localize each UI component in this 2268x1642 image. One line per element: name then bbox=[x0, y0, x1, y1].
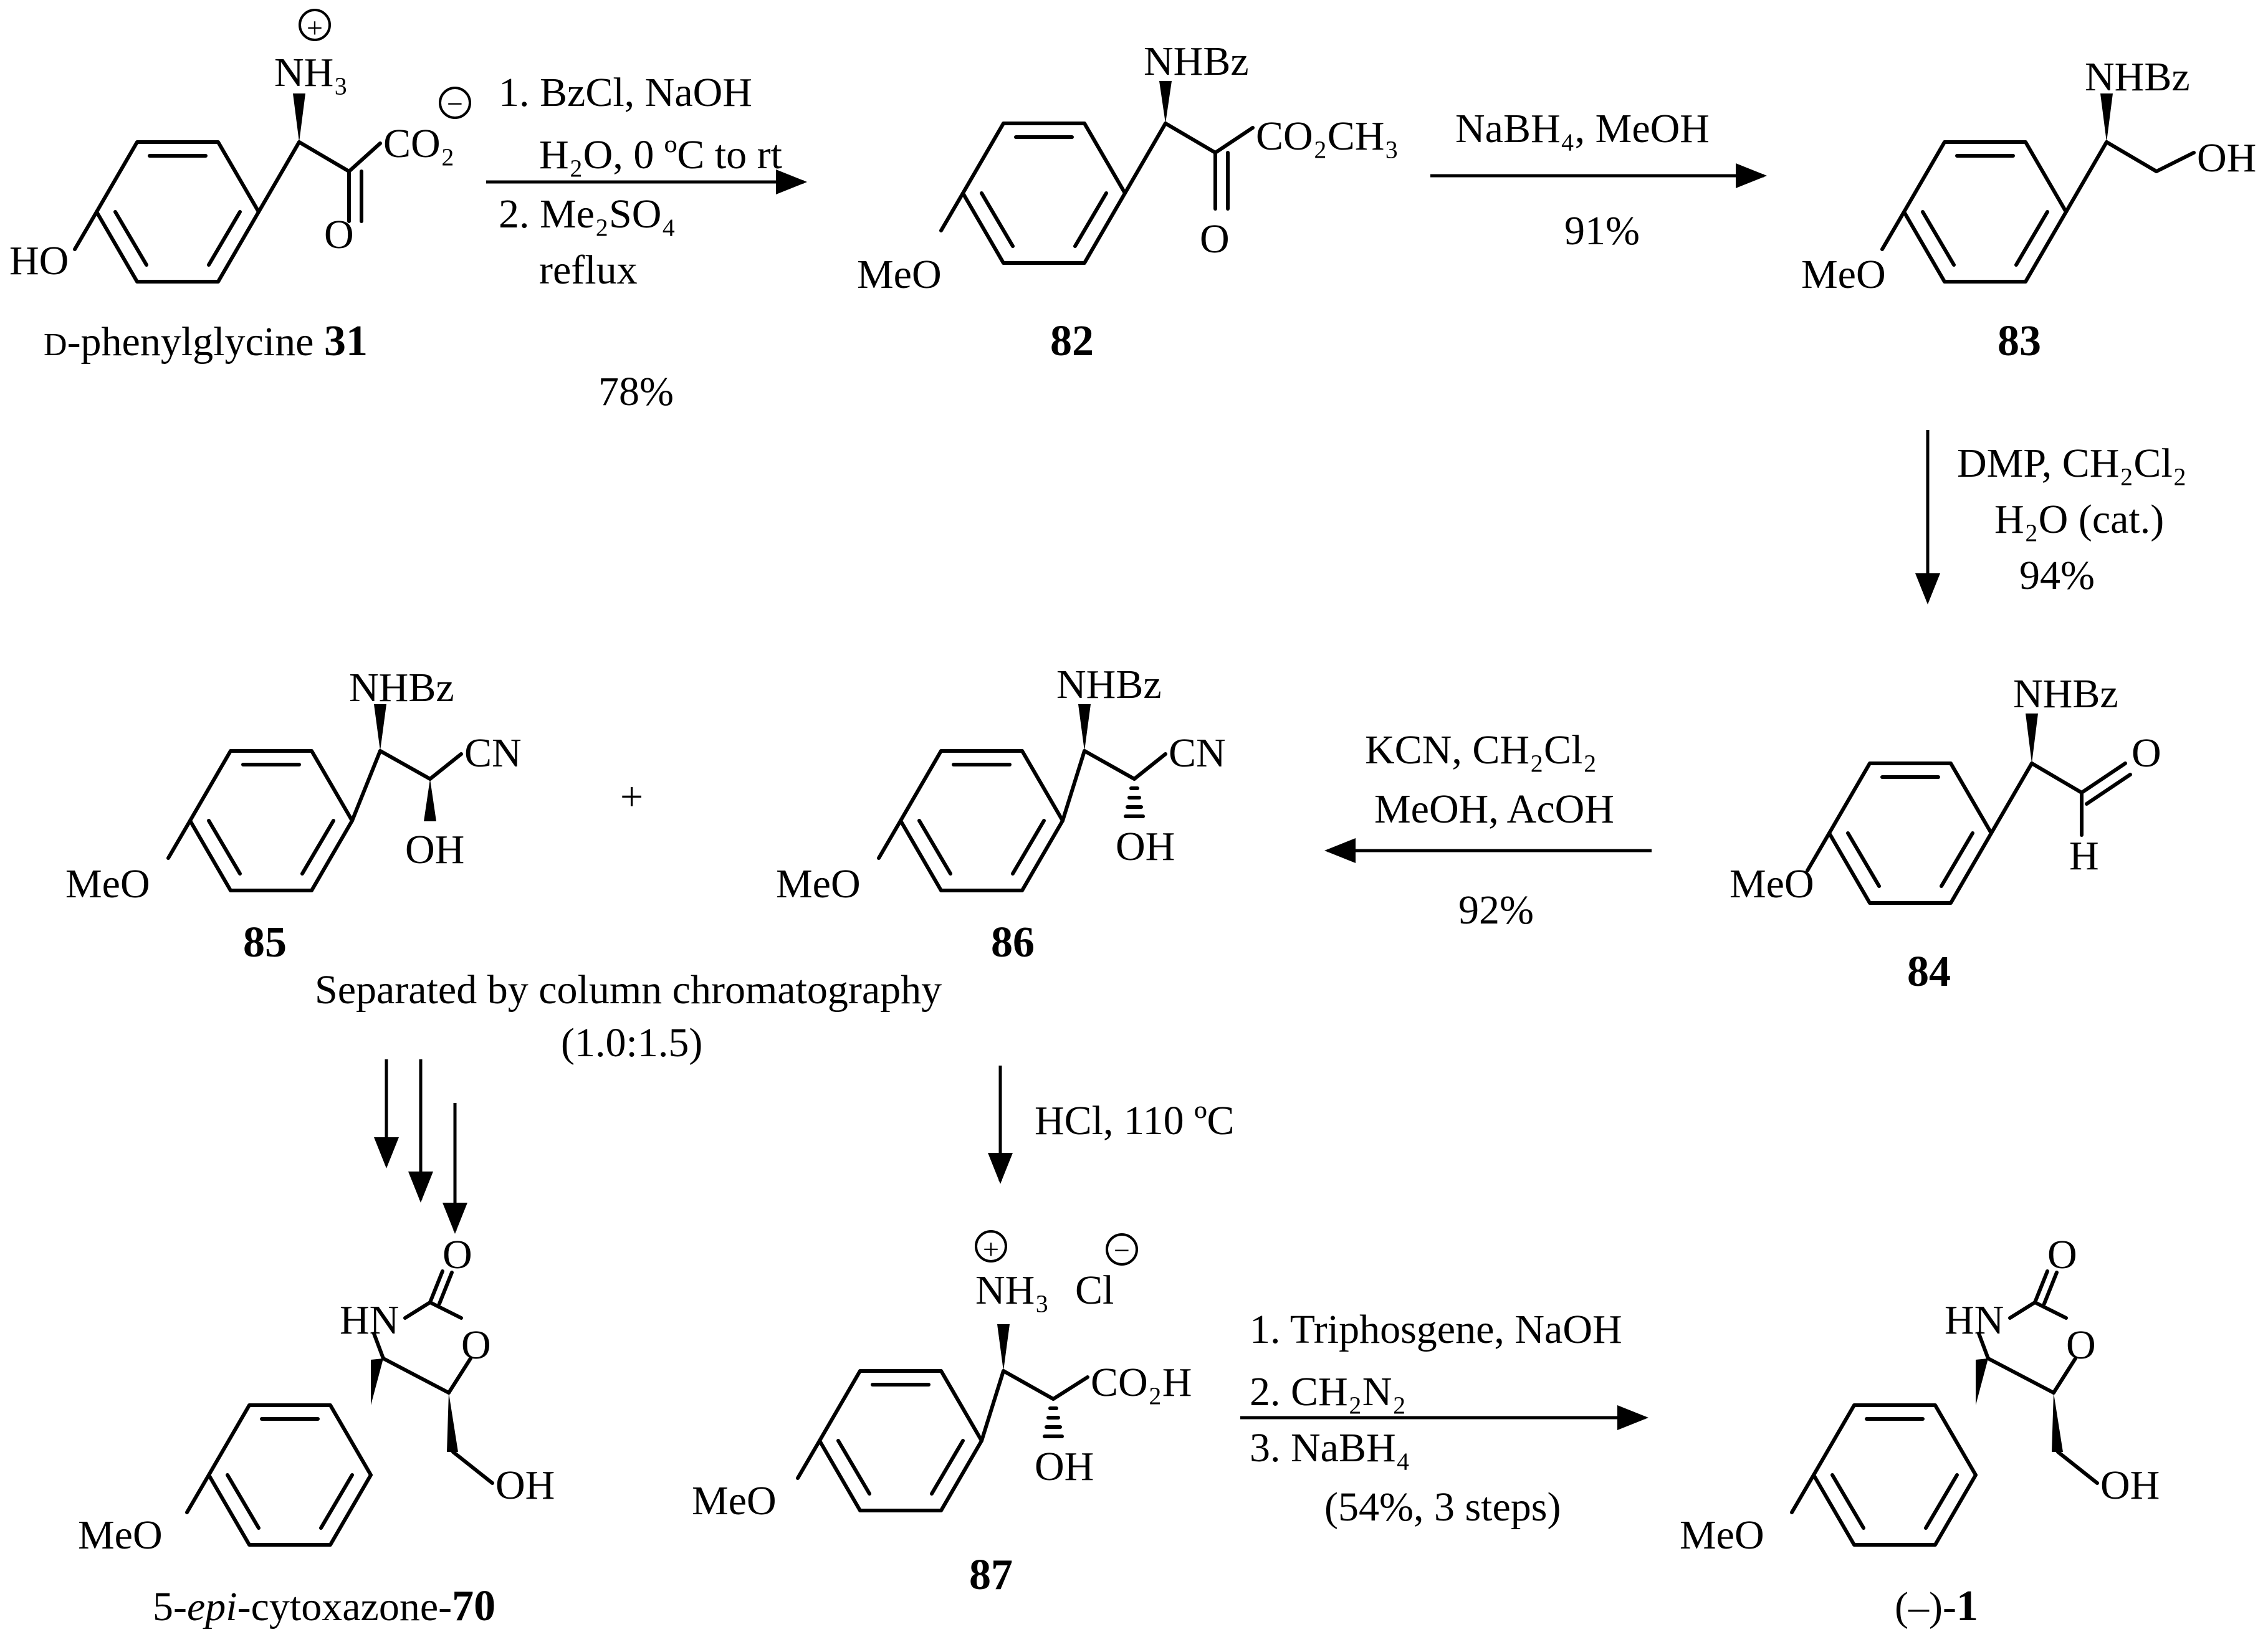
c31-co2-label: CO₂ bbox=[383, 121, 455, 166]
c85-nhbz-label: NHBz bbox=[349, 665, 454, 710]
c70-oh-label: OH bbox=[495, 1463, 555, 1508]
c1-o-carbonyl: O bbox=[2047, 1232, 2077, 1277]
step3-yield: 94% bbox=[2019, 553, 2095, 598]
c82-co2ch3-label: CO₂CH₃ bbox=[1256, 113, 1399, 159]
step3-line2: H₂O (cat.) bbox=[1994, 497, 2164, 542]
step4-yield: 92% bbox=[1458, 887, 1534, 933]
c84-meo-label: MeO bbox=[1730, 861, 1814, 907]
c87-cl-label: Cl bbox=[1075, 1267, 1114, 1313]
compound-84-structure bbox=[1806, 714, 2132, 905]
c70-num: 70 bbox=[452, 1582, 495, 1630]
c31-ho-label: HO bbox=[9, 238, 69, 284]
c83-oh-label: OH bbox=[2197, 135, 2256, 181]
compound-70-label: 5-epi-cytoxazone-70 bbox=[153, 1582, 495, 1630]
c84-nhbz-label: NHBz bbox=[2013, 671, 2118, 717]
c86-oh-label: OH bbox=[1116, 824, 1175, 869]
c70-o-ring: O bbox=[461, 1322, 491, 1368]
c83-nhbz-label: NHBz bbox=[2085, 54, 2190, 100]
compound-1-structure bbox=[1790, 1269, 2099, 1547]
step6-line3: 3. NaBH₄ bbox=[1250, 1425, 1410, 1471]
c70-mid: -cytoxazone- bbox=[237, 1584, 452, 1630]
compound-31-label: D-phenylglycine 31 bbox=[44, 317, 368, 365]
compound-83-structure bbox=[1880, 93, 2196, 284]
c1-meo-label: MeO bbox=[1680, 1512, 1764, 1558]
plus-sign: + bbox=[620, 774, 643, 819]
c70-o-carbonyl: O bbox=[443, 1232, 472, 1277]
step4-line1: KCN, CH₂Cl₂ bbox=[1365, 727, 1597, 773]
step1-yield: 78% bbox=[598, 369, 674, 414]
c87-plus-sign: + bbox=[983, 1233, 999, 1265]
c83-meo-label: MeO bbox=[1801, 252, 1886, 297]
step6-yield: (54%, 3 steps) bbox=[1324, 1484, 1561, 1530]
c1-num: 1 bbox=[1956, 1582, 1978, 1630]
c1-hn-label: HN bbox=[1945, 1297, 2004, 1343]
c87-plus-charge bbox=[975, 1230, 1007, 1263]
c85-oh-label: OH bbox=[405, 827, 464, 872]
c85-meo-label: MeO bbox=[65, 861, 150, 907]
c1-oh-label: OH bbox=[2100, 1463, 2160, 1508]
step1-line1: 1. BzCl, NaOH bbox=[499, 70, 752, 115]
c31-num: 31 bbox=[324, 317, 368, 365]
c85-cn-label: CN bbox=[464, 730, 522, 776]
compound-31-structure bbox=[73, 93, 382, 284]
c70-epi: epi bbox=[187, 1584, 237, 1630]
separation-line1: Separated by column chromatography bbox=[315, 967, 942, 1013]
compound-87-label: 87 bbox=[969, 1551, 1013, 1599]
compound-82-structure bbox=[939, 81, 1255, 265]
c86-meo-label: MeO bbox=[776, 861, 861, 907]
step6-line1: 1. Triphosgene, NaOH bbox=[1250, 1307, 1622, 1352]
compound-85-label: 85 bbox=[243, 919, 287, 967]
step6-line2: 2. CH₂N₂ bbox=[1250, 1369, 1406, 1415]
c87-minus-sign: − bbox=[1114, 1234, 1130, 1266]
compound-82-label: 82 bbox=[1050, 317, 1094, 365]
c87-nh3-label: NH₃ bbox=[975, 1267, 1049, 1313]
compound-1-label: (–)-1 bbox=[1895, 1582, 1978, 1630]
c84-o-label: O bbox=[2132, 730, 2161, 776]
c70-meo-label: MeO bbox=[78, 1512, 163, 1558]
c87-co2h-label: CO₂H bbox=[1091, 1360, 1192, 1405]
c31-minus-sign: − bbox=[447, 88, 463, 120]
step2-reagent: NaBH₄, MeOH bbox=[1455, 106, 1710, 151]
compound-86-label: 86 bbox=[991, 919, 1035, 967]
step2-yield: 91% bbox=[1564, 208, 1640, 254]
c31-plus-sign: + bbox=[307, 12, 323, 44]
c86-hashed-bond bbox=[1124, 786, 1145, 818]
c82-nhbz-label: NHBz bbox=[1144, 39, 1249, 84]
c87-minus-charge bbox=[1106, 1233, 1138, 1266]
c1-o-ring: O bbox=[2066, 1322, 2096, 1368]
c31-minus-charge bbox=[439, 87, 471, 119]
step1-line4: reflux bbox=[539, 247, 638, 293]
step1-line2: H₂O, 0 ºC to rt bbox=[539, 132, 782, 178]
step3-line1: DMP, CH₂Cl₂ bbox=[1957, 441, 2187, 486]
step1-line3: 2. Me₂SO₄ bbox=[499, 191, 676, 237]
compound-70-structure bbox=[185, 1269, 494, 1547]
c87-oh-label: OH bbox=[1035, 1444, 1094, 1489]
step4-line2: MeOH, AcOH bbox=[1374, 786, 1614, 832]
c86-cn-label: CN bbox=[1169, 730, 1226, 776]
c31-name: -phenylglycine bbox=[67, 319, 324, 365]
c82-meo-label: MeO bbox=[857, 252, 942, 297]
c87-hashed-bond bbox=[1043, 1406, 1064, 1438]
c82-o-label: O bbox=[1200, 216, 1230, 262]
c31-o-label: O bbox=[324, 212, 354, 257]
compound-84-label: 84 bbox=[1907, 948, 1951, 996]
c31-prefix: D bbox=[44, 327, 67, 363]
compound-87-structure bbox=[796, 1324, 1089, 1512]
compound-85-structure bbox=[166, 704, 463, 892]
c86-nhbz-label: NHBz bbox=[1056, 662, 1162, 707]
c31-plus-charge bbox=[299, 9, 331, 41]
separation-line2: (1.0:1.5) bbox=[561, 1020, 702, 1066]
c70-hn-label: HN bbox=[340, 1297, 399, 1343]
c1-pre: (–)- bbox=[1895, 1584, 1956, 1630]
compound-83-label: 83 bbox=[1998, 317, 2041, 365]
c70-pre: 5- bbox=[153, 1584, 187, 1630]
compound-86-structure bbox=[877, 704, 1167, 892]
c31-nh3-label: NH₃ bbox=[274, 50, 348, 95]
c87-meo-label: MeO bbox=[692, 1478, 777, 1524]
step5-reagent: HCl, 110 ºC bbox=[1035, 1098, 1235, 1143]
c84-h-label: H bbox=[2069, 833, 2099, 879]
